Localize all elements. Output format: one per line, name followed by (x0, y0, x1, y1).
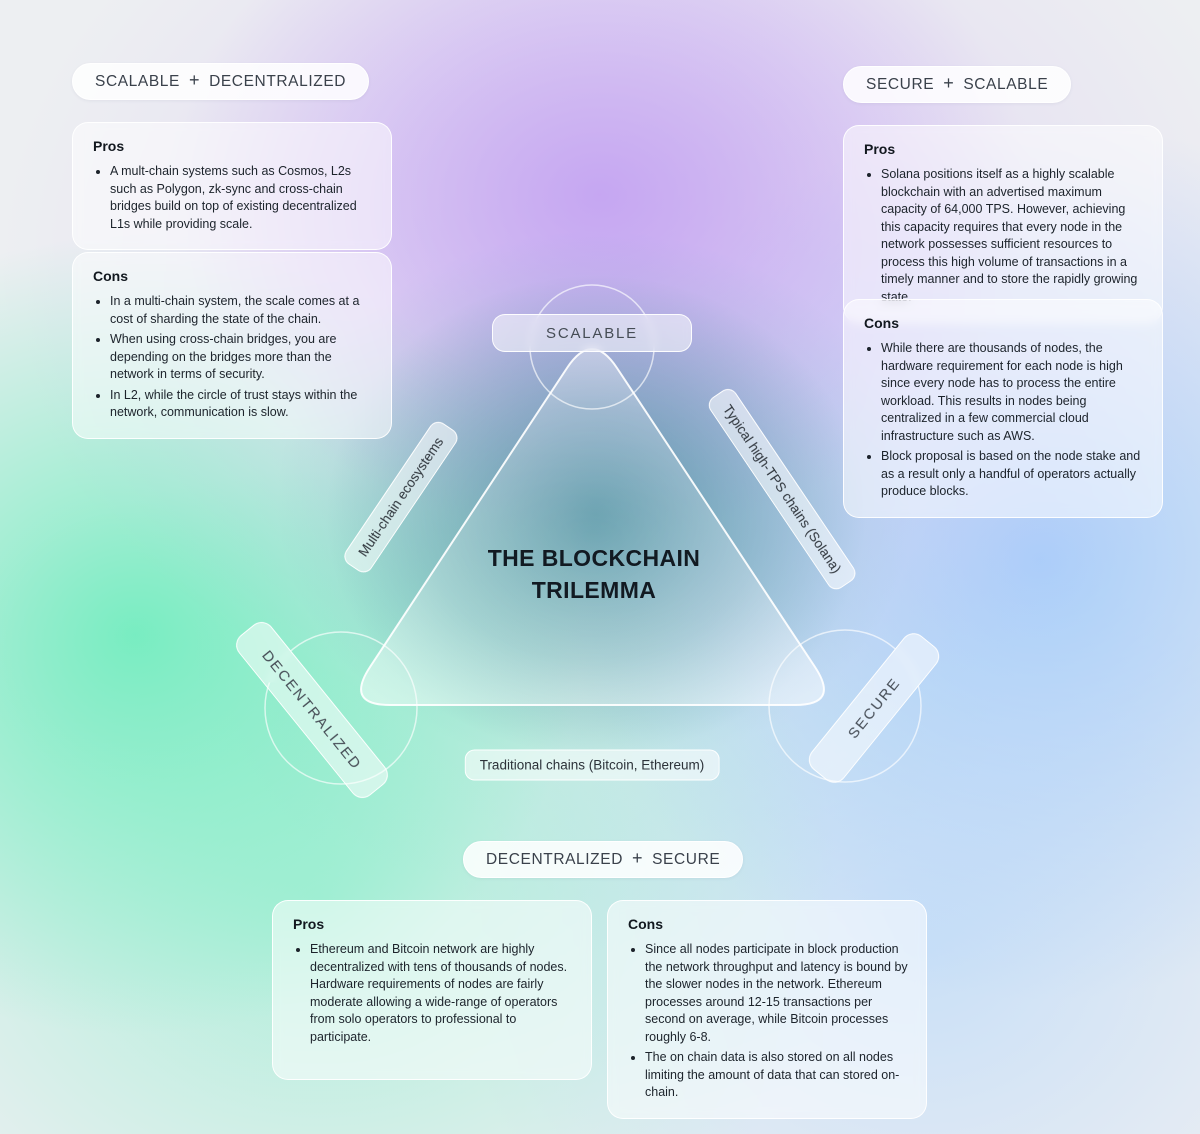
cons-list: In a multi-chain system, the scale comes… (93, 293, 373, 422)
category-label: SECURE (652, 850, 721, 868)
category-pill-decentralized-secure: DECENTRALIZED + SECURE (463, 841, 744, 878)
edge-label-traditional-chains: Traditional chains (Bitcoin, Ethereum) (464, 749, 720, 781)
pros-box-scalable-decentralized: Pros A mult-chain systems such as Cosmos… (72, 122, 392, 250)
category-label: SCALABLE (95, 72, 180, 90)
diagram-title: THE BLOCKCHAIN TRILEMMA (488, 542, 701, 606)
cons-heading: Cons (864, 315, 899, 331)
bullet-item: Solana positions itself as a highly scal… (881, 166, 1144, 306)
vertex-circle-decentralized (264, 631, 418, 785)
bullet-item: Ethereum and Bitcoin network are highly … (310, 941, 573, 1046)
cons-list: While there are thousands of nodes, the … (864, 340, 1144, 501)
pros-heading: Pros (93, 138, 125, 154)
bullet-item: Block proposal is based on the node stak… (881, 448, 1144, 501)
cons-box-scalable-decentralized: Cons In a multi-chain system, the scale … (72, 252, 392, 439)
plus-icon: + (943, 73, 955, 93)
pros-box-secure-scalable: Pros Solana positions itself as a highly… (843, 125, 1163, 323)
cons-box-secure-scalable: Cons While there are thousands of nodes,… (843, 299, 1163, 518)
cons-heading: Cons (93, 268, 128, 284)
bullet-item: When using cross-chain bridges, you are … (110, 331, 373, 384)
category-label: SCALABLE (963, 75, 1049, 93)
bullet-item: The on chain data is also stored on all … (645, 1049, 908, 1102)
plus-icon: + (631, 848, 644, 868)
pros-list: Ethereum and Bitcoin network are highly … (293, 941, 573, 1046)
vertex-label-scalable: SCALABLE (492, 314, 692, 352)
bullet-item: In L2, while the circle of trust stays w… (110, 387, 373, 422)
category-label: DECENTRALIZED (209, 72, 347, 90)
pros-heading: Pros (864, 141, 896, 157)
diagram-title-line2: TRILEMMA (531, 577, 657, 603)
category-pill-secure-scalable: SECURE + SCALABLE (843, 66, 1072, 103)
diagram-title-line1: THE BLOCKCHAIN (487, 544, 701, 571)
cons-heading: Cons (628, 916, 663, 932)
plus-icon: + (188, 70, 201, 90)
category-label: DECENTRALIZED (486, 850, 623, 868)
category-label: SECURE (866, 75, 935, 93)
cons-list: Since all nodes participate in block pro… (628, 941, 908, 1102)
bullet-item: While there are thousands of nodes, the … (881, 340, 1144, 445)
category-pill-scalable-decentralized: SCALABLE + DECENTRALIZED (72, 63, 370, 100)
pros-list: A mult-chain systems such as Cosmos, L2s… (93, 163, 373, 233)
pros-box-decentralized-secure: Pros Ethereum and Bitcoin network are hi… (272, 900, 592, 1080)
pros-heading: Pros (293, 916, 325, 932)
bullet-item: In a multi-chain system, the scale comes… (110, 293, 373, 328)
cons-box-decentralized-secure: Cons Since all nodes participate in bloc… (607, 900, 927, 1119)
pros-list: Solana positions itself as a highly scal… (864, 166, 1144, 306)
bullet-item: Since all nodes participate in block pro… (645, 941, 908, 1046)
bullet-item: A mult-chain systems such as Cosmos, L2s… (110, 163, 373, 233)
triangle-outline (360, 348, 825, 706)
